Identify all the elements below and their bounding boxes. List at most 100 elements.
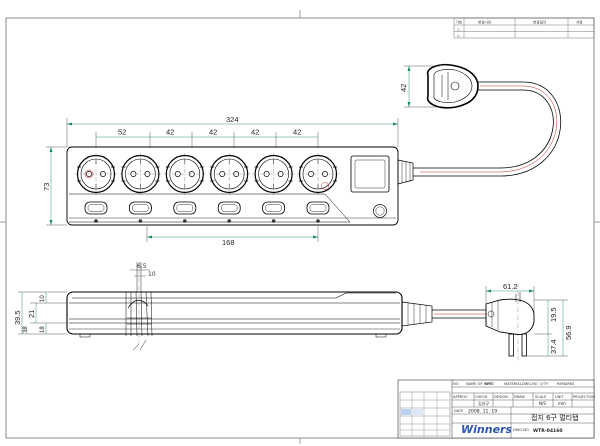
tb-unit: mm (558, 401, 566, 406)
tb-approval-cell: DRAW (514, 395, 525, 399)
rev-header-reason: 변경사유 (478, 19, 492, 24)
tb-scale: N/S (539, 401, 546, 406)
tb-dwgno-label: DWG.NO (513, 428, 529, 432)
plug-top-body (426, 63, 479, 109)
switch-button-inner (132, 204, 149, 212)
reset-button-inner (375, 206, 385, 216)
dim-button-span: 168 (222, 238, 235, 247)
socket-clips (254, 166, 293, 182)
switch-button-5 (262, 201, 286, 223)
dim-plug-lower: 37.4 (549, 339, 558, 354)
dim-side-top-small2: 10 (148, 271, 156, 278)
socket-1-red-mark (84, 169, 94, 179)
switch-button-outline (306, 201, 330, 215)
tb-approval-cell: UNIT (555, 395, 564, 399)
switch-button-inner (87, 204, 105, 212)
power-cord-front-2 (413, 81, 562, 177)
tb-company-logo: Winners (461, 423, 512, 436)
tb-header-cell: Q'TY (540, 382, 549, 386)
plug-top-center (450, 81, 460, 91)
rev-header-symbol: 기호 (456, 19, 463, 24)
dim-side-height: 39.5 (13, 310, 22, 325)
tb-header-cell: REMARKS (557, 382, 575, 386)
dim-pitch-3: 42 (209, 128, 217, 137)
tb-header-cell: NO (453, 382, 459, 386)
plug-side-view: 61.2 19.5 56.9 37.4 (485, 282, 573, 362)
tb-date-label: DATE (454, 409, 464, 413)
switch-button-outline (128, 201, 152, 215)
socket-clips (77, 166, 115, 182)
socket-clips (165, 166, 204, 182)
front-view (66, 81, 562, 226)
socket-1 (75, 153, 117, 195)
switch-button-6 (306, 201, 330, 223)
switch-button-marker (271, 219, 276, 223)
switch-button-row (84, 201, 330, 223)
socket-3 (163, 153, 206, 195)
switch-button-1 (84, 201, 108, 223)
switch-button-inner (176, 204, 194, 212)
side-top-profile (72, 292, 396, 299)
drawing-border (5, 17, 595, 439)
dim-plug-width: 42 (399, 84, 408, 92)
dim-plug-upper: 19.5 (549, 307, 558, 322)
switch-button-outline (217, 201, 241, 215)
socket-2 (119, 153, 162, 195)
tb-approval-cell: PROJECTION (573, 395, 595, 399)
switch-button-outline (173, 201, 197, 215)
rev-header-date: 변경일자 (533, 19, 547, 24)
rev-row-1-symbol: △ (457, 27, 460, 31)
tb-drawn-by: 김성규 (478, 400, 489, 406)
master-switch (350, 155, 390, 193)
tb-date: 2008. 11. 19 (468, 409, 497, 415)
section-detail (125, 291, 153, 337)
side-view: 6.5 10 39.5 21 10 18 38 (13, 262, 486, 351)
tb-header-cell: NAME OF PART (466, 382, 493, 386)
dim-plug-total: 56.9 (564, 325, 573, 340)
switch-button-outline (262, 201, 286, 215)
cord-strain-relief (397, 159, 414, 185)
dim-plug-side-width: 61.2 (503, 282, 518, 291)
switch-button-marker (227, 219, 231, 223)
tb-header-cell: DWG.NO (522, 382, 538, 386)
socket-row (75, 153, 339, 195)
dim-side-bottom: 18 (40, 326, 46, 333)
front-dimensions: 324 52 42 42 42 42 73 168 (42, 115, 399, 247)
dim-height: 73 (42, 183, 51, 191)
tb-stamp-grid (399, 391, 451, 437)
tb-header-cell: MATERIAL (504, 382, 522, 386)
plug-pin-2 (521, 333, 527, 357)
master-switch-inner (354, 159, 386, 189)
switch-button-2 (128, 201, 152, 223)
revision-table: 기호 변경사유 변경일자 서명 △ △ (453, 17, 595, 39)
socket-6-red-mark (321, 182, 329, 190)
plug-side-body (485, 298, 535, 335)
side-foot-right (375, 333, 387, 338)
socket-6 (297, 153, 339, 195)
tb-approval-cell: DESIGN (494, 395, 508, 399)
dim-pitch-5: 42 (293, 128, 301, 137)
switch-button-marker (183, 219, 187, 223)
dim-pitch-2: 42 (166, 128, 174, 137)
socket-clips (210, 166, 249, 182)
switch-button-inner (309, 204, 327, 212)
rev-header-sign: 서명 (576, 19, 583, 24)
dim-overall-width: 324 (226, 115, 239, 124)
socket-clips (299, 166, 337, 182)
side-strain-relief (401, 301, 433, 327)
tb-header-cell: SPEC (485, 382, 495, 386)
switch-button-inner (220, 204, 238, 212)
dim-side-top-small: 6.5 (137, 263, 147, 270)
plug-top-view: 42 (399, 63, 479, 109)
switch-button-3 (173, 201, 197, 223)
switch-button-outline (84, 201, 108, 215)
socket-4 (208, 153, 251, 195)
power-cord-front (413, 89, 554, 169)
tb-title: 접지 6구 멀티탭 (531, 413, 579, 422)
dim-side-mid: 21 (27, 310, 36, 318)
socket-5 (252, 153, 295, 195)
tb-approval-cell: SCALE (535, 395, 547, 399)
socket-clips (121, 166, 160, 182)
body-inner-line (69, 193, 351, 223)
